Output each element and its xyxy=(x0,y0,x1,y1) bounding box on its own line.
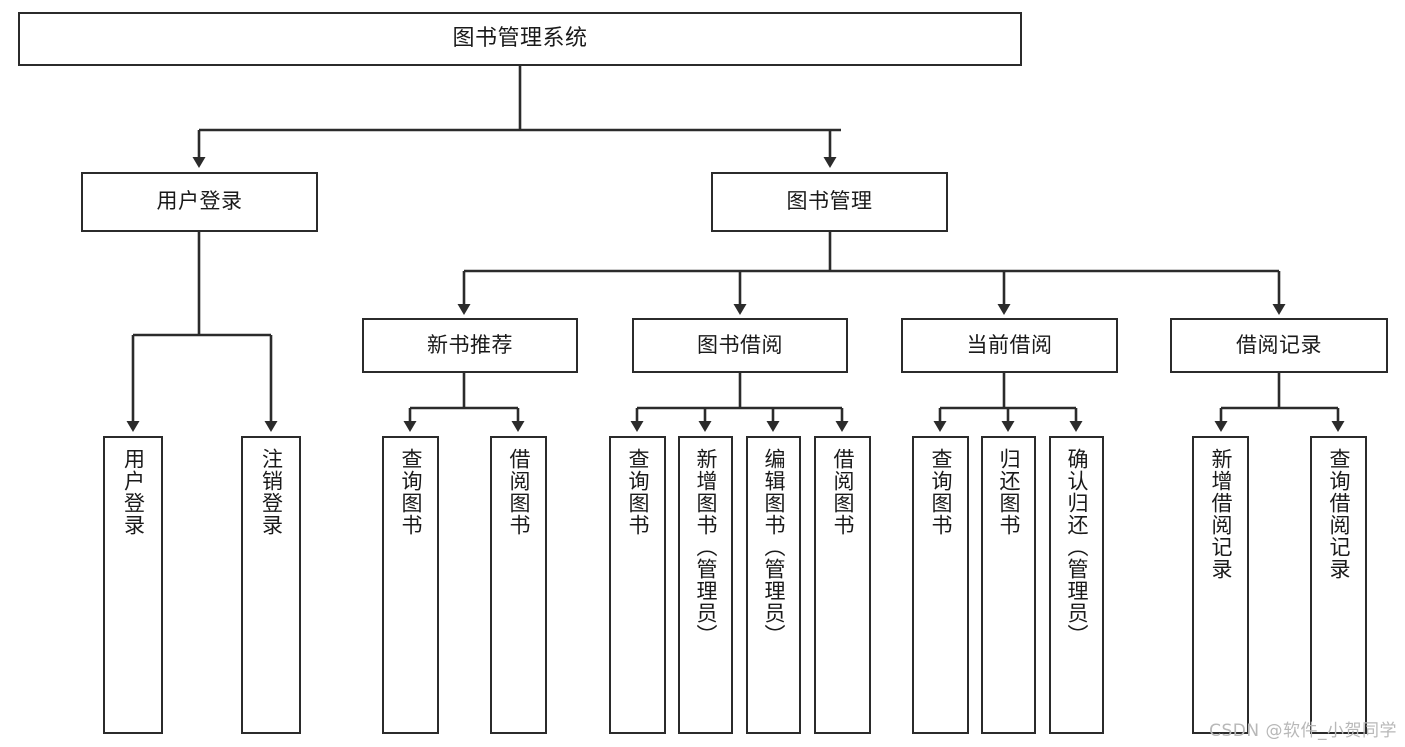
node-current-borrow-label: 当前借阅 xyxy=(966,332,1053,357)
node-leaf-query-record-label: 查询借阅记录 xyxy=(1327,448,1351,580)
node-leaf-return-book-label: 归还图书 xyxy=(997,448,1021,536)
node-leaf-borrow-book-2-label: 借阅图书 xyxy=(831,448,855,536)
csdn-watermark: CSDN @软件_小贺同学 xyxy=(1209,721,1397,741)
node-book-manage[interactable]: 图书管理 xyxy=(711,172,948,232)
node-leaf-add-record-label: 新增借阅记录 xyxy=(1209,448,1233,580)
node-user-login[interactable]: 用户登录 xyxy=(81,172,318,232)
node-book-borrow[interactable]: 图书借阅 xyxy=(632,318,848,373)
node-leaf-add-book[interactable]: 新增图书（管理员） xyxy=(678,436,733,734)
node-root-label: 图书管理系统 xyxy=(452,25,588,51)
node-leaf-user-logout[interactable]: 注销登录 xyxy=(241,436,301,734)
node-current-borrow[interactable]: 当前借阅 xyxy=(901,318,1118,373)
node-leaf-query-book-3-label: 查询图书 xyxy=(929,448,953,536)
node-user-login-label: 用户登录 xyxy=(156,189,243,214)
node-leaf-borrow-book-2[interactable]: 借阅图书 xyxy=(814,436,871,734)
node-leaf-query-book-1[interactable]: 查询图书 xyxy=(382,436,439,734)
node-leaf-user-login-label: 用户登录 xyxy=(121,448,146,536)
node-leaf-confirm-return[interactable]: 确认归还（管理员） xyxy=(1049,436,1104,734)
node-leaf-query-record[interactable]: 查询借阅记录 xyxy=(1310,436,1367,734)
node-leaf-edit-book[interactable]: 编辑图书（管理员） xyxy=(746,436,801,734)
node-leaf-query-book-2-label: 查询图书 xyxy=(626,448,650,536)
node-book-manage-label: 图书管理 xyxy=(786,189,873,214)
node-leaf-borrow-book-1-label: 借阅图书 xyxy=(507,448,531,536)
node-borrow-record-label: 借阅记录 xyxy=(1236,332,1322,357)
node-leaf-user-logout-label: 注销登录 xyxy=(259,448,284,536)
node-leaf-user-login[interactable]: 用户登录 xyxy=(103,436,163,734)
node-new-book-recommend-label: 新书推荐 xyxy=(427,332,513,357)
node-leaf-borrow-book-1[interactable]: 借阅图书 xyxy=(490,436,547,734)
node-leaf-edit-book-label: 编辑图书（管理员） xyxy=(762,448,786,646)
node-leaf-return-book[interactable]: 归还图书 xyxy=(981,436,1036,734)
node-book-borrow-label: 图书借阅 xyxy=(697,332,783,357)
node-leaf-query-book-2[interactable]: 查询图书 xyxy=(609,436,666,734)
node-leaf-add-record[interactable]: 新增借阅记录 xyxy=(1192,436,1249,734)
node-root[interactable]: 图书管理系统 xyxy=(18,12,1022,66)
node-leaf-query-book-3[interactable]: 查询图书 xyxy=(912,436,969,734)
node-borrow-record[interactable]: 借阅记录 xyxy=(1170,318,1388,373)
node-new-book-recommend[interactable]: 新书推荐 xyxy=(362,318,578,373)
node-leaf-add-book-label: 新增图书（管理员） xyxy=(694,448,718,646)
node-leaf-query-book-1-label: 查询图书 xyxy=(399,448,423,536)
node-leaf-confirm-return-label: 确认归还（管理员） xyxy=(1065,448,1089,646)
